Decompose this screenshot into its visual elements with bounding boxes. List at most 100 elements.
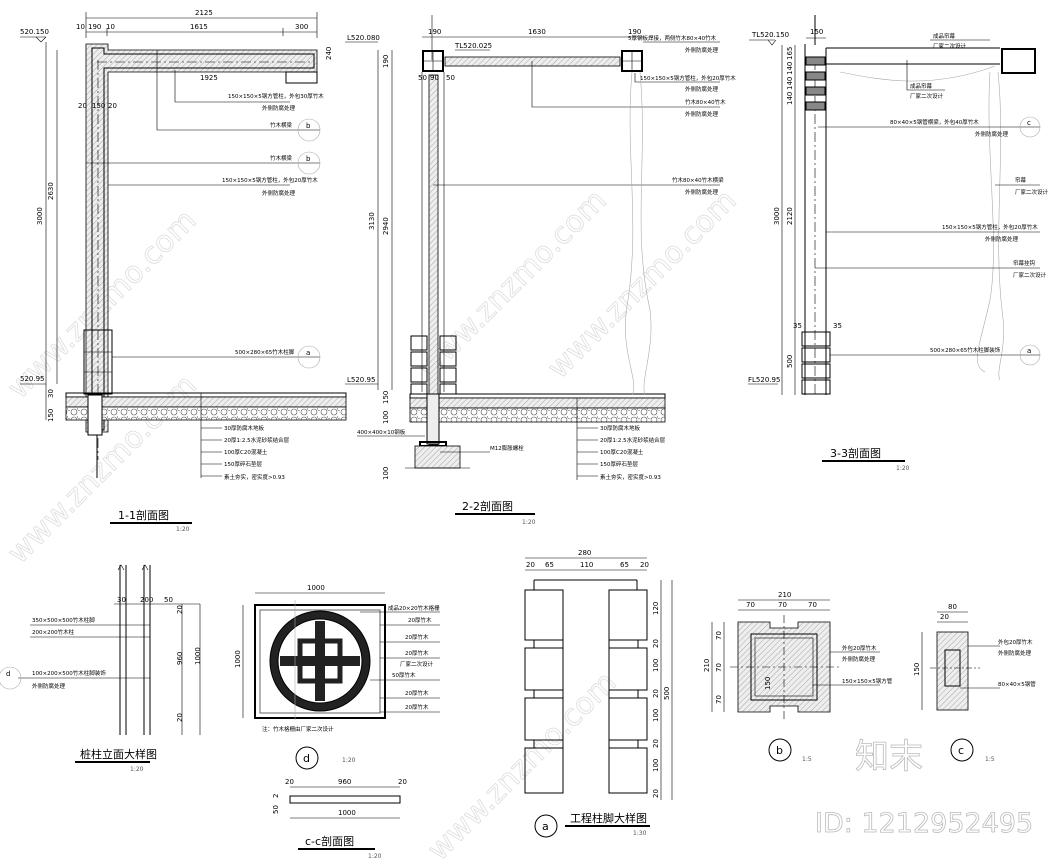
scale-label: 1:20 <box>368 853 382 860</box>
annotation-text: b <box>306 122 311 130</box>
elevation-label: L520.080 <box>347 34 380 42</box>
annotation-text: 20 <box>285 778 294 786</box>
detail-cc: 960 20 20 1000 50 2 c-c剖面图 1:20 <box>272 778 407 860</box>
scale-label: 1:5 <box>985 756 995 763</box>
annotation-text: 110 <box>580 561 593 569</box>
dim-label: 35 <box>793 322 802 330</box>
annotation-text: 帘幕 <box>1015 176 1027 184</box>
dim-2120: 2120 <box>786 207 794 225</box>
section-title: 2-2剖面图 <box>462 499 513 513</box>
annotation-text: 1000 <box>338 809 356 817</box>
annotation-text: 70 <box>715 695 723 704</box>
annotation-text: 外侧防腐处理 <box>975 130 1009 138</box>
dim-label: 10 <box>76 23 85 31</box>
annotation-text: 竹木80×40竹木 <box>685 98 726 106</box>
elevation-label: L520.95 <box>347 376 375 384</box>
annotation-text: 外侧防腐处理 <box>998 649 1032 657</box>
annotation-text: 素土夯实，密实度>0.93 <box>600 473 661 481</box>
dim-label: 165 <box>786 47 794 60</box>
annotation-text: 20 <box>652 789 660 798</box>
callout-a: a <box>542 820 549 833</box>
dim-label: 100 <box>382 467 390 480</box>
dim-label: 90 <box>430 74 439 82</box>
dim-label: 150 <box>810 28 823 36</box>
annotation-text: 1000 <box>307 584 325 592</box>
annotation-text: 150 <box>764 677 772 690</box>
annotation-text: 500×280×65竹木柱脚装饰 <box>930 346 1001 354</box>
annotation-text: 150×150×5钢方管柱，外包20厚竹木 <box>222 176 318 184</box>
annotation-text: 20 <box>652 689 660 698</box>
annotation-text: 成品20×20竹木格栅 <box>388 604 440 612</box>
dim-label: 190 <box>628 28 641 36</box>
dim-label: 50 <box>418 74 427 82</box>
callout-c: c <box>958 744 964 757</box>
annotation-text: 70 <box>808 601 817 609</box>
elevation-label: TL520.150 <box>751 31 789 39</box>
annotation-text: 20 <box>176 605 184 614</box>
annotation-text: 外侧防腐处理 <box>685 85 719 93</box>
annotation-text: 20厚竹木 <box>405 649 429 657</box>
annotation-text: 200×200竹木柱 <box>32 628 75 636</box>
annotation-text: 20厚竹木 <box>405 689 429 697</box>
annotation-text: 70 <box>715 663 723 672</box>
annotation-text: 280 <box>578 549 591 557</box>
annotation-text: 960 <box>338 778 351 786</box>
dim-label: 1630 <box>528 28 546 36</box>
annotation-text: 150×150×5钢方管 <box>842 677 893 685</box>
annotation-text: 外侧防腐处理 <box>685 110 719 118</box>
dim-label: 150 <box>92 102 105 110</box>
annotation-text: 80 <box>948 603 957 611</box>
annotation-text: 外侧防腐处理 <box>32 682 66 690</box>
annotation-text: 厂家二次设计 <box>1015 188 1049 196</box>
detail-elevation: 30 200 50 960 1000 20 20 350×500×500竹木柱脚… <box>0 564 202 773</box>
annotation-text: 外包20厚竹木 <box>998 638 1033 646</box>
block-stacks <box>524 579 648 794</box>
scale-label: 1:5 <box>802 756 812 763</box>
watermark-id: ID: 1212952495 <box>815 808 1033 839</box>
scale-label: 1:20 <box>130 766 144 773</box>
scale-label: 1:20 <box>522 519 536 526</box>
elevation-label: 520.95 <box>20 375 45 383</box>
dim-label: 190 <box>88 23 101 31</box>
annotation-text: 20厚竹木 <box>405 633 429 641</box>
annotation-text: 帘幕挂钩 <box>1013 259 1036 267</box>
annotation-text: 350×500×500竹木柱脚 <box>32 616 95 624</box>
annotation-text: 外侧防腐处理 <box>685 188 719 196</box>
annotation-text: 外侧防腐处理 <box>262 104 296 112</box>
annotation-text: 外包20厚竹木 <box>842 644 877 652</box>
annotation-text: 外侧防腐处理 <box>985 235 1019 243</box>
annotation-text: d <box>6 670 10 678</box>
annotation-text: 20 <box>176 713 184 722</box>
dim-2630: 2630 <box>47 182 55 200</box>
annotation-text: 素土夯实，密实度>0.93 <box>224 473 285 481</box>
annotation-text: 厂家二次设计 <box>933 42 967 50</box>
callout-d: d <box>303 752 310 765</box>
dim-label: 140 <box>786 62 794 75</box>
annotation-text: 成品帘幕 <box>910 82 933 90</box>
pedestal-blocks <box>801 331 831 395</box>
annotation-text: 500×280×65竹木柱脚 <box>235 348 295 356</box>
annotation-text: 30厚防腐木地板 <box>224 424 264 432</box>
section-title: 3-3剖面图 <box>830 446 881 460</box>
annotation-text: 210 <box>778 591 791 599</box>
dim-3000: 3000 <box>773 207 781 225</box>
scale-label: 1:20 <box>896 465 910 472</box>
elevation-label: 520.150 <box>20 28 49 36</box>
dim-label: 1925 <box>200 74 218 82</box>
dim-label: 140 <box>786 92 794 105</box>
pedestal-blocks <box>410 335 457 395</box>
annotation-text: 注：竹木格栅由厂家二次设计 <box>262 725 334 733</box>
annotation-text: 20厚1:2.5水泥砂浆结合层 <box>224 436 290 444</box>
annotation-text: 80×40×5钢管横梁，外包40厚竹木 <box>890 118 979 126</box>
scale-label: 1:30 <box>633 830 647 837</box>
annotation-text: 100厚C20混凝土 <box>224 448 268 456</box>
dim-label: 190 <box>382 55 390 68</box>
annotation-text: 150厚碎石垫层 <box>600 460 638 468</box>
annotation-text: 20厚竹木 <box>408 616 432 624</box>
annotation-text: 厂家二次设计 <box>1013 271 1047 279</box>
annotation-text: 30厚防腐木地板 <box>600 424 640 432</box>
